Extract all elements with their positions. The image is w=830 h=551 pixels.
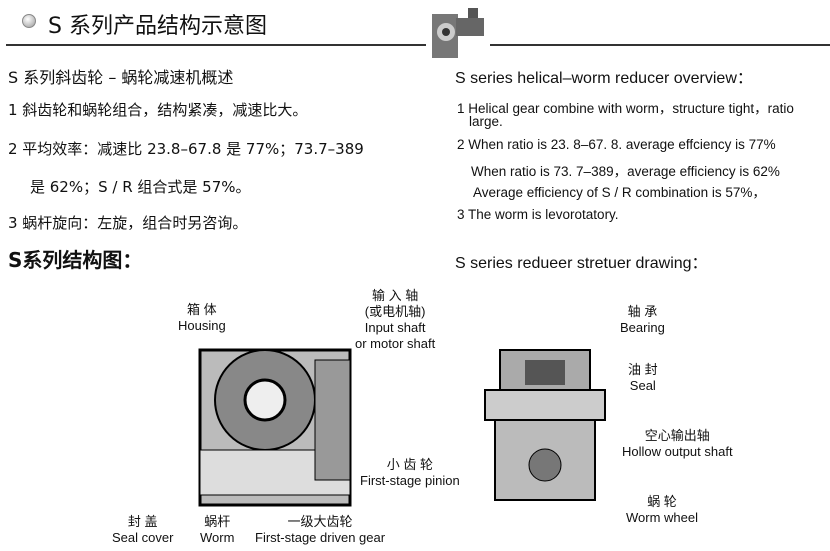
cn-item: 是 62%；S / R 组合式是 57%。 <box>30 178 251 196</box>
cn-drawing-heading: S系列结构图： <box>8 248 143 272</box>
cn-heading: S 系列斜齿轮 – 蜗轮减速机概述 <box>8 68 234 87</box>
en-item: 3 The worm is levorotatory. <box>457 207 619 222</box>
title-rule <box>6 44 426 46</box>
en-item: Average efficiency of S / R combination … <box>473 185 766 200</box>
side-section-drawing <box>198 348 352 507</box>
en-drawing-heading: S series redueer stretuer drawing： <box>455 255 708 272</box>
cn-item: 2 平均效率：减速比 23.8–67.8 是 77%；73.7–389 <box>8 140 364 158</box>
en-heading: S series helical–worm reducer overview： <box>455 70 753 87</box>
bullet-icon <box>22 14 36 28</box>
page-title: S 系列产品结构示意图 <box>48 14 267 39</box>
en-item: 2 When ratio is 23. 8–67. 8. average eff… <box>457 137 776 152</box>
title-rule <box>490 44 830 46</box>
en-item: When ratio is 73. 7–389，average efficien… <box>471 164 780 179</box>
en-item: large. <box>469 114 503 129</box>
en-item: 1 Helical gear combine with worm，structu… <box>457 101 794 116</box>
front-section-drawing <box>484 349 606 501</box>
gearbox-thumbnail <box>432 8 484 58</box>
cn-item: 3 蜗杆旋向：左旋，组合时另咨询。 <box>8 214 248 232</box>
cn-item: 1 斜齿轮和蜗轮组合，结构紧凑，减速比大。 <box>8 101 308 119</box>
